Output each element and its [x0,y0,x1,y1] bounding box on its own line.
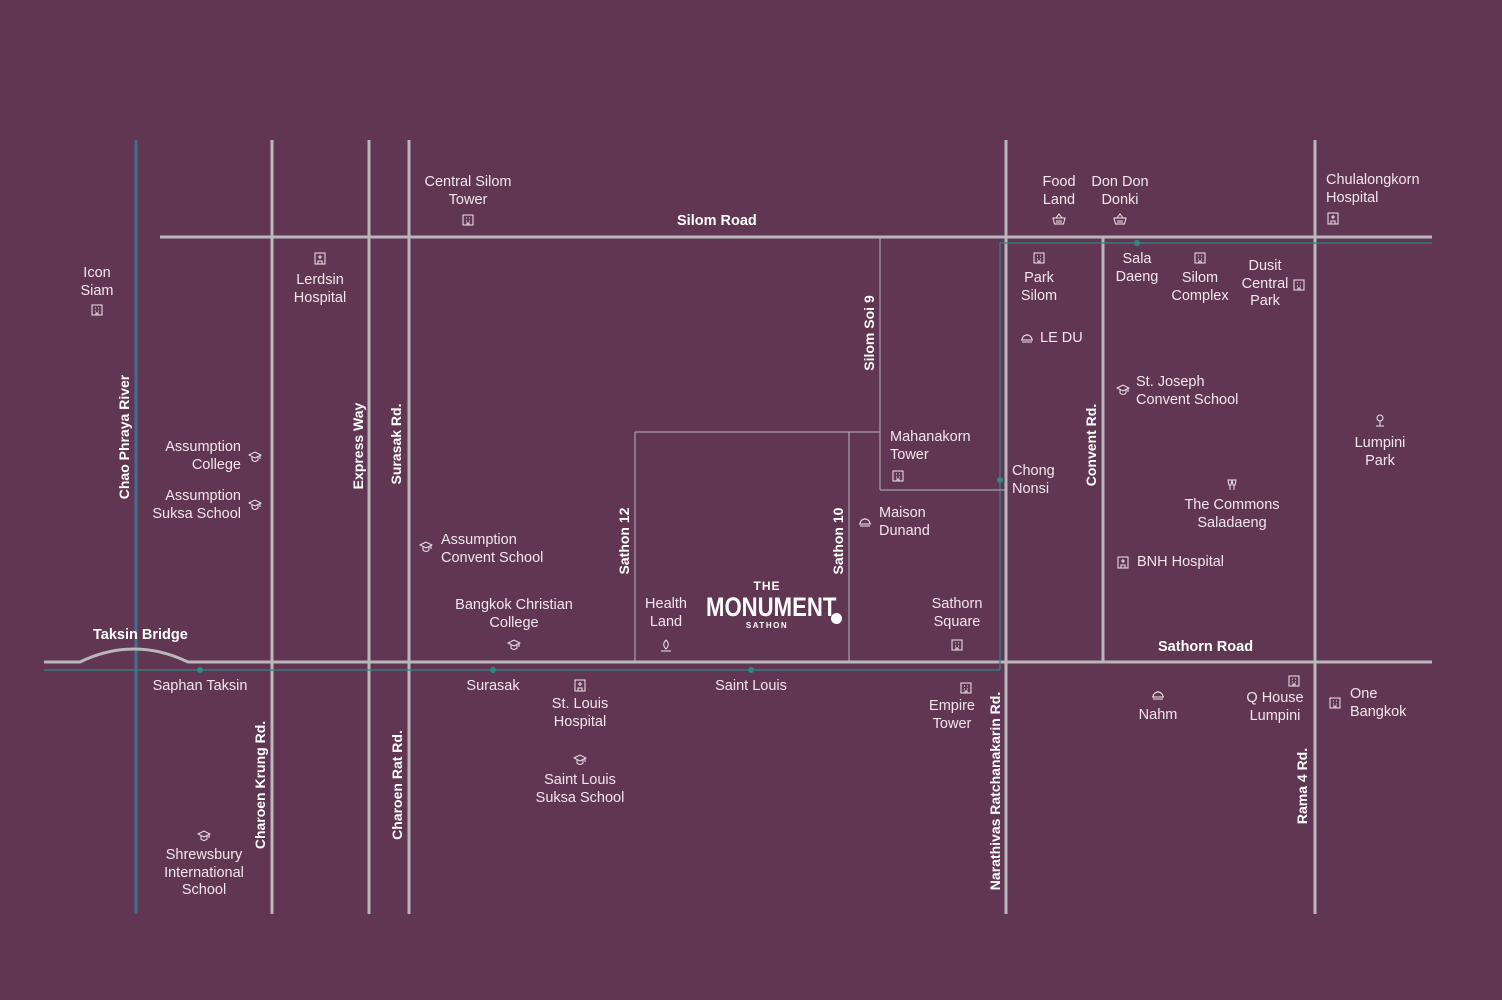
place-shrewsbury: Shrewsbury International School [164,847,244,898]
place-sala-daeng: Sala Daeng [1115,251,1159,285]
cloche-icon [1020,330,1034,344]
graduation-cap-icon [248,498,262,512]
station-dot-surasak [490,667,496,673]
road-label-taksin-bridge: Taksin Bridge [93,627,188,643]
place-saint-louis-suksa: Saint Louis Suksa School [535,772,625,806]
place-lerdsin-hospital: Lerdsin Hospital [293,272,347,306]
station-dot-sala-daeng [1134,240,1140,246]
road-label-charoen-krung: Charoen Krung Rd. [252,720,268,850]
place-st-joseph: St. Joseph Convent School [1136,374,1239,408]
place-le-du: LE DU [1040,330,1083,346]
graduation-cap-icon [573,753,587,767]
road-label-charoen-rat: Charoen Rat Rd. [389,730,405,840]
place-central-silom-tower: Central Silom Tower [424,174,512,208]
road-label-silom: Silom Road [677,213,757,229]
place-nahm: Nahm [1138,707,1178,723]
place-health-land: Health Land [645,596,687,630]
graduation-cap-icon [1116,383,1130,397]
place-chulalongkorn-hospital: Chulalongkorn Hospital [1326,172,1420,206]
building-icon [461,212,475,226]
place-saphan-taksin: Saphan Taksin [152,678,248,694]
cloche-icon [1151,687,1165,701]
road-label-sathon10: Sathon 10 [830,507,846,575]
place-assumption-convent: Assumption Convent School [441,532,544,566]
place-the-commons: The Commons Saladaeng [1184,497,1280,531]
place-bnh-hospital: BNH Hospital [1137,554,1225,570]
place-lumpini-park: Lumpini Park [1354,435,1406,469]
building-icon [1292,277,1306,291]
place-park-silom: Park Silom [1020,270,1058,304]
place-mahanakorn-tower: Mahanakorn Tower [890,429,971,463]
logo-name: MONUMENT [706,592,837,622]
building-icon [1287,673,1301,687]
road-label-convent: Convent Rd. [1083,403,1099,487]
logo-sub: SATHON [745,621,789,630]
building-icon [1032,250,1046,264]
place-don-don-donki: Don Don Donki [1091,174,1149,208]
place-assumption-college: Assumption College [165,439,241,473]
place-chong-nonsi: Chong Nonsi [1012,463,1055,497]
building-icon [959,680,973,694]
place-bangkok-christian: Bangkok Christian College [455,597,573,631]
road-label-narathivas: Narathivas Ratchanakarin Rd. [987,691,1003,891]
road-label-silom-soi9: Silom Soi 9 [861,295,877,371]
spa-icon [659,638,673,652]
place-icon-siam: Icon Siam [80,265,114,299]
project-logo: THE MONUMENT SATHON [706,580,846,631]
basket-icon [1052,212,1066,226]
road-label-express-way: Express Way [350,402,366,490]
graduation-cap-icon [507,638,521,652]
hospital-icon [1116,555,1130,569]
place-food-land: Food Land [1042,174,1076,208]
place-assumption-suksa: Assumption Suksa School [152,488,241,522]
cheers-icon [1225,478,1239,492]
place-silom-complex: Silom Complex [1171,270,1229,304]
park-icon [1373,413,1387,427]
hospital-icon [1326,211,1340,225]
cloche-icon [858,514,872,528]
building-icon [891,468,905,482]
building-icon [1193,250,1207,264]
place-dusit-central-park: Dusit Central Park [1241,258,1289,309]
building-icon [1328,695,1342,709]
place-q-house: Q House Lumpini [1246,690,1304,724]
graduation-cap-icon [197,829,211,843]
place-empire-tower: Empire Tower [929,698,975,732]
station-dot-saint-louis [748,667,754,673]
station-dot-chong-nonsi [997,477,1003,483]
graduation-cap-icon [248,450,262,464]
building-icon [950,637,964,651]
place-saint-louis: Saint Louis [715,678,787,694]
place-maison-dunand: Maison Dunand [879,505,930,539]
building-icon [90,302,104,316]
road-label-chao-phraya: Chao Phraya River [116,374,132,500]
road-label-rama4: Rama 4 Rd. [1294,747,1310,825]
road-sathorn [44,647,1432,664]
place-st-louis-hospital: St. Louis Hospital [551,696,609,730]
logo-the: THE [753,579,781,593]
station-dot-saphan-taksin [197,667,203,673]
road-label-sathorn: Sathorn Road [1158,639,1254,655]
road-label-sathon12: Sathon 12 [616,507,632,575]
basket-icon [1113,212,1127,226]
hospital-icon [573,678,587,692]
place-sathorn-square: Sathorn Square [931,596,983,630]
place-surasak: Surasak [466,678,520,694]
project-location-marker [831,613,842,624]
hospital-icon [313,251,327,265]
place-one-bangkok: One Bangkok [1350,686,1407,720]
graduation-cap-icon [419,540,433,554]
road-label-surasak: Surasak Rd. [388,403,404,485]
